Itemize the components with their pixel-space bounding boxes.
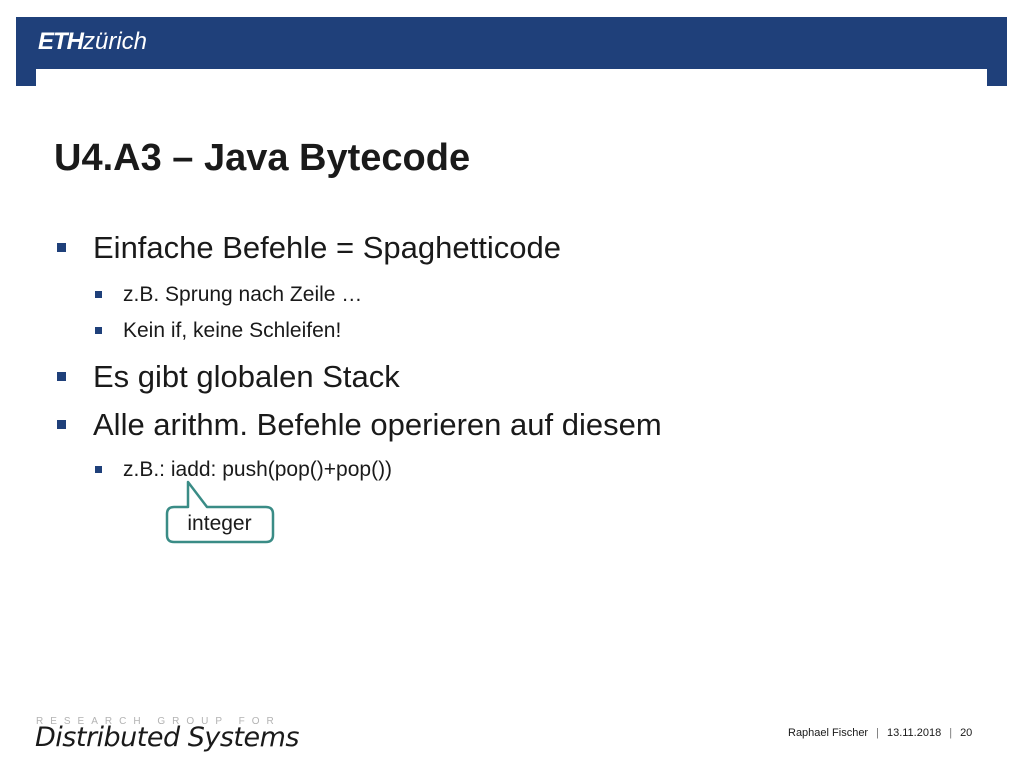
header-left-edge bbox=[16, 17, 36, 86]
footer-page-number: 20 bbox=[960, 727, 973, 739]
sub-bullet-item: z.B. Sprung nach Zeile … bbox=[95, 282, 363, 308]
callout-bubble bbox=[165, 480, 275, 544]
bullet-square-icon bbox=[95, 291, 102, 298]
footer-meta: Raphael Fischer | 13.11.2018 | 20 bbox=[788, 727, 972, 739]
bullet-text: Alle arithm. Befehle operieren auf diese… bbox=[93, 407, 662, 442]
bullet-item: Alle arithm. Befehle operieren auf diese… bbox=[57, 407, 662, 443]
bullet-text: Es gibt globalen Stack bbox=[93, 359, 400, 394]
footer-separator: | bbox=[949, 727, 953, 739]
logo-zurich: zürich bbox=[83, 28, 148, 55]
slide-title: U4.A3 – Java Bytecode bbox=[54, 137, 471, 179]
footer-author: Raphael Fischer bbox=[788, 727, 869, 739]
bullet-text: z.B.: iadd: push(pop()+pop()) bbox=[123, 458, 393, 481]
bullet-text: Kein if, keine Schleifen! bbox=[123, 319, 342, 342]
footer-group-name: Distributed Systems bbox=[35, 722, 299, 753]
sub-bullet-item: Kein if, keine Schleifen! bbox=[95, 318, 342, 344]
header-bar bbox=[16, 17, 1007, 69]
sub-bullet-item: z.B.: iadd: push(pop()+pop()) bbox=[95, 457, 393, 483]
callout-text: integer bbox=[187, 512, 252, 535]
header-right-edge bbox=[987, 17, 1007, 86]
bullet-text: z.B. Sprung nach Zeile … bbox=[123, 283, 363, 306]
bullet-square-icon bbox=[57, 372, 66, 381]
bullet-text: Einfache Befehle = Spaghetticode bbox=[93, 230, 561, 265]
bullet-square-icon bbox=[57, 243, 66, 252]
eth-logo: ETHzürich bbox=[38, 28, 147, 56]
callout-shape bbox=[165, 480, 275, 544]
footer-date: 13.11.2018 bbox=[886, 727, 942, 739]
bullet-item: Es gibt globalen Stack bbox=[57, 359, 400, 395]
footer-separator: | bbox=[876, 727, 879, 739]
bullet-square-icon bbox=[57, 420, 66, 429]
bullet-square-icon bbox=[95, 466, 102, 473]
footer-group-label: RESEARCH GROUP FOR bbox=[36, 716, 281, 727]
bullet-item: Einfache Befehle = Spaghetticode bbox=[57, 230, 561, 266]
bullet-square-icon bbox=[95, 327, 102, 334]
logo-eth: ETH bbox=[38, 28, 84, 55]
